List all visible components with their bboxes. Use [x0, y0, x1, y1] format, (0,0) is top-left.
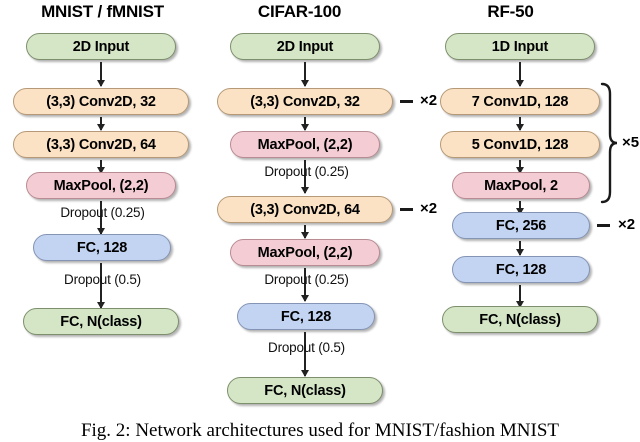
node-fc-nclass: FC, N(class) [227, 377, 383, 404]
architecture-column-cifar100: CIFAR-100 2D Input (3,3) Conv2D, 32 ×2 M… [215, 0, 437, 404]
repeat-brace-x5 [600, 82, 618, 204]
node-fc-nclass: FC, N(class) [23, 308, 179, 335]
column-title-cifar100: CIFAR-100 [257, 2, 342, 21]
node-conv1d-5-128: 5 Conv1D, 128 [440, 131, 600, 158]
repeat-connector-dash [400, 100, 413, 103]
repeat-label-x2: ×2 [618, 216, 636, 233]
node-conv2d-32: (3,3) Conv2D, 32 [217, 88, 393, 115]
architecture-column-rf50: RF-50 1D Input 7 Conv1D, 128 5 Conv1D, 1… [430, 0, 639, 400]
node-1d-input: 1D Input [445, 33, 595, 60]
arrow-down [516, 241, 524, 256]
node-fc-128: FC, 128 [452, 256, 590, 283]
arrow-down [97, 160, 105, 174]
architecture-column-mnist: MNIST / fMNIST 2D Input (3,3) Conv2D, 32… [0, 0, 205, 400]
node-maxpool: MaxPool, (2,2) [230, 239, 380, 266]
node-maxpool-2: MaxPool, 2 [452, 172, 590, 199]
node-2d-input: 2D Input [26, 33, 176, 60]
edge-label-dropout: Dropout (0.25) [264, 272, 349, 287]
arrow-down [301, 117, 309, 131]
arrow-down [516, 160, 524, 174]
arrow-down [97, 62, 105, 87]
node-2d-input: 2D Input [230, 33, 380, 60]
figure-caption: Fig. 2: Network architectures used for M… [80, 420, 560, 441]
arrow-down [516, 117, 524, 131]
arrow-down [516, 201, 524, 215]
node-maxpool: MaxPool, (2,2) [230, 131, 380, 158]
arrow-down [516, 285, 524, 308]
arrow-down [301, 62, 309, 87]
edge-label-dropout: Dropout (0.25) [60, 205, 145, 220]
arrow-down [301, 160, 309, 194]
node-fc-nclass: FC, N(class) [442, 306, 598, 333]
repeat-connector-dash [400, 208, 413, 211]
node-conv2d-64: (3,3) Conv2D, 64 [13, 131, 189, 158]
arrow-down [516, 62, 524, 87]
arrow-down [97, 263, 105, 309]
edge-label-dropout: Dropout (0.5) [64, 272, 141, 287]
node-conv2d-32: (3,3) Conv2D, 32 [13, 88, 189, 115]
node-maxpool: MaxPool, (2,2) [26, 172, 176, 199]
repeat-connector-dash [597, 224, 610, 227]
arrow-down [97, 117, 105, 131]
arrow-down [301, 332, 309, 377]
edge-label-dropout: Dropout (0.5) [268, 340, 345, 355]
repeat-label-x2: ×2 [420, 92, 438, 109]
node-conv2d-64: (3,3) Conv2D, 64 [217, 196, 393, 223]
column-title-rf50: RF-50 [487, 2, 534, 21]
arrow-down [301, 268, 309, 302]
arrow-down [301, 225, 309, 239]
node-fc-128: FC, 128 [33, 234, 171, 261]
repeat-label-x2: ×2 [420, 200, 438, 217]
node-fc-256: FC, 256 [452, 212, 590, 239]
node-conv1d-7-128: 7 Conv1D, 128 [440, 88, 600, 115]
node-fc-128: FC, 128 [237, 303, 375, 330]
edge-label-dropout: Dropout (0.25) [264, 164, 349, 179]
repeat-label-x5: ×5 [622, 134, 640, 151]
column-title-mnist: MNIST / fMNIST [41, 2, 164, 21]
arrow-down [97, 201, 105, 235]
